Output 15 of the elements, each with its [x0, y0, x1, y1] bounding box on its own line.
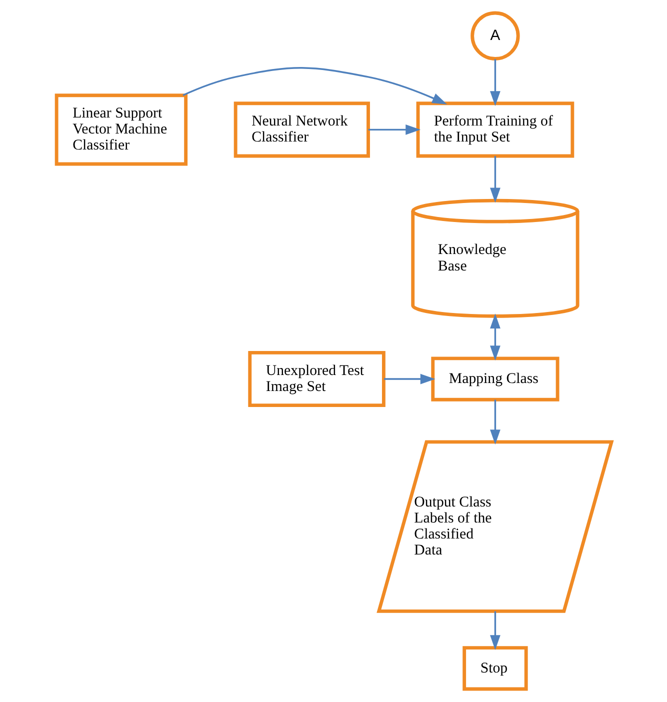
node-box: Stop — [462, 646, 528, 691]
arrow — [490, 59, 500, 106]
node-box: Neural Network Classifier — [233, 102, 370, 158]
node-box: Mapping Class — [430, 356, 559, 402]
node-box: Perform Training of the Input Set — [416, 102, 574, 158]
node-box: Unexplored Test Image Set — [248, 351, 385, 408]
node-circle: A — [470, 11, 520, 60]
arrow — [384, 374, 435, 384]
arrow — [182, 67, 447, 104]
arrow — [368, 124, 420, 135]
arrow — [490, 400, 500, 445]
arrow — [490, 314, 500, 361]
arrow — [490, 611, 500, 650]
arrow — [490, 156, 500, 203]
node-box: Linear Support Vector Machine Classifier — [54, 94, 188, 166]
